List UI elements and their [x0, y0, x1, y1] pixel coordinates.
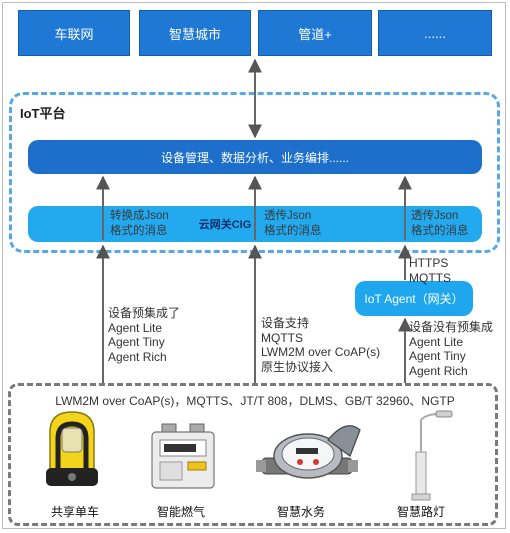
app-box-smart-city: 智慧城市 — [139, 10, 251, 56]
device-name-gas: 智能燃气 — [156, 505, 205, 519]
link-label-left: 设备预集成了 Agent Lite Agent Tiny Agent Rich — [108, 306, 180, 364]
link-label-line: Agent Lite — [108, 320, 163, 335]
link-label-line: 设备预集成了 — [108, 306, 181, 320]
gateway-note-line: 格式的消息 — [264, 225, 322, 237]
link-label-line: Agent Rich — [409, 363, 468, 378]
gateway-note-line: 格式的消息 — [411, 225, 469, 237]
water-meter-icon — [256, 425, 361, 479]
street-lamp-icon — [411, 410, 453, 501]
protocols-list: LWM2M over CoAP(s)，MQTTS、JT/T 808，DLMS、G… — [55, 394, 455, 408]
link-label-line: 设备没有预集成 — [409, 320, 494, 334]
diagram-frame — [2, 2, 506, 529]
device-name-bike: 共享单车 — [50, 505, 99, 519]
link-label-line: Agent Rich — [108, 349, 167, 364]
app-box-vehicle-network: 车联网 — [18, 10, 130, 56]
app-label: ...... — [424, 25, 446, 41]
gateway-note-line: 格式的消息 — [110, 225, 168, 237]
iot-platform-title: IoT平台 — [20, 106, 66, 121]
connector-arrows — [96, 58, 412, 383]
link-label-line: Agent Tiny — [409, 349, 466, 363]
link-label-agent-up: HTTPS MQTTS — [409, 256, 451, 285]
gateway-note-middle: 透传Json 格式的消息 — [264, 209, 322, 239]
cloud-gateway-label: 云网关CIG — [198, 219, 252, 231]
gas-meter-icon — [151, 423, 215, 489]
app-label: 车联网 — [54, 26, 94, 42]
link-label-line: MQTTS — [261, 330, 303, 345]
link-label-line: 原生协议接入 — [261, 359, 334, 374]
device-name-water: 智慧水务 — [276, 505, 325, 519]
app-label: 智慧城市 — [168, 26, 221, 42]
services-bar: 设备管理、数据分析、业务编排...... — [28, 140, 482, 174]
gateway-note-right: 透传Json 格式的消息 — [411, 209, 469, 239]
app-box-pipeline: 管道+ — [258, 10, 372, 56]
services-bar-label: 设备管理、数据分析、业务编排...... — [160, 150, 349, 165]
link-label-line: 设备支持 — [261, 316, 310, 330]
link-label-line: Agent Lite — [409, 334, 464, 349]
app-box-more: ...... — [378, 10, 492, 56]
app-label: 管道+ — [298, 26, 332, 42]
link-label-line: LWM2M over CoAP(s) — [261, 345, 381, 359]
link-label-line: HTTPS — [409, 256, 449, 270]
device-name-lamp: 智慧路灯 — [396, 505, 445, 519]
gateway-note-line: 透传Json — [411, 210, 459, 222]
link-label-right: 设备没有预集成 Agent Lite Agent Tiny Agent Rich — [409, 320, 493, 378]
iot-agent-gateway: IoT Agent（网关） — [355, 281, 473, 316]
iot-agent-gateway-label: IoT Agent（网关） — [364, 292, 464, 306]
bike-lock-icon — [46, 411, 98, 486]
link-label-line: MQTTS — [409, 270, 451, 285]
gateway-note-line: 转换成Json — [110, 210, 169, 222]
link-label-line: Agent Tiny — [108, 335, 165, 349]
gateway-note-left: 转换成Json 格式的消息 — [110, 209, 169, 239]
gateway-note-line: 透传Json — [264, 210, 312, 222]
devices-container — [8, 383, 498, 526]
link-label-middle: 设备支持 MQTTS LWM2M over CoAP(s) 原生协议接入 — [261, 316, 380, 374]
